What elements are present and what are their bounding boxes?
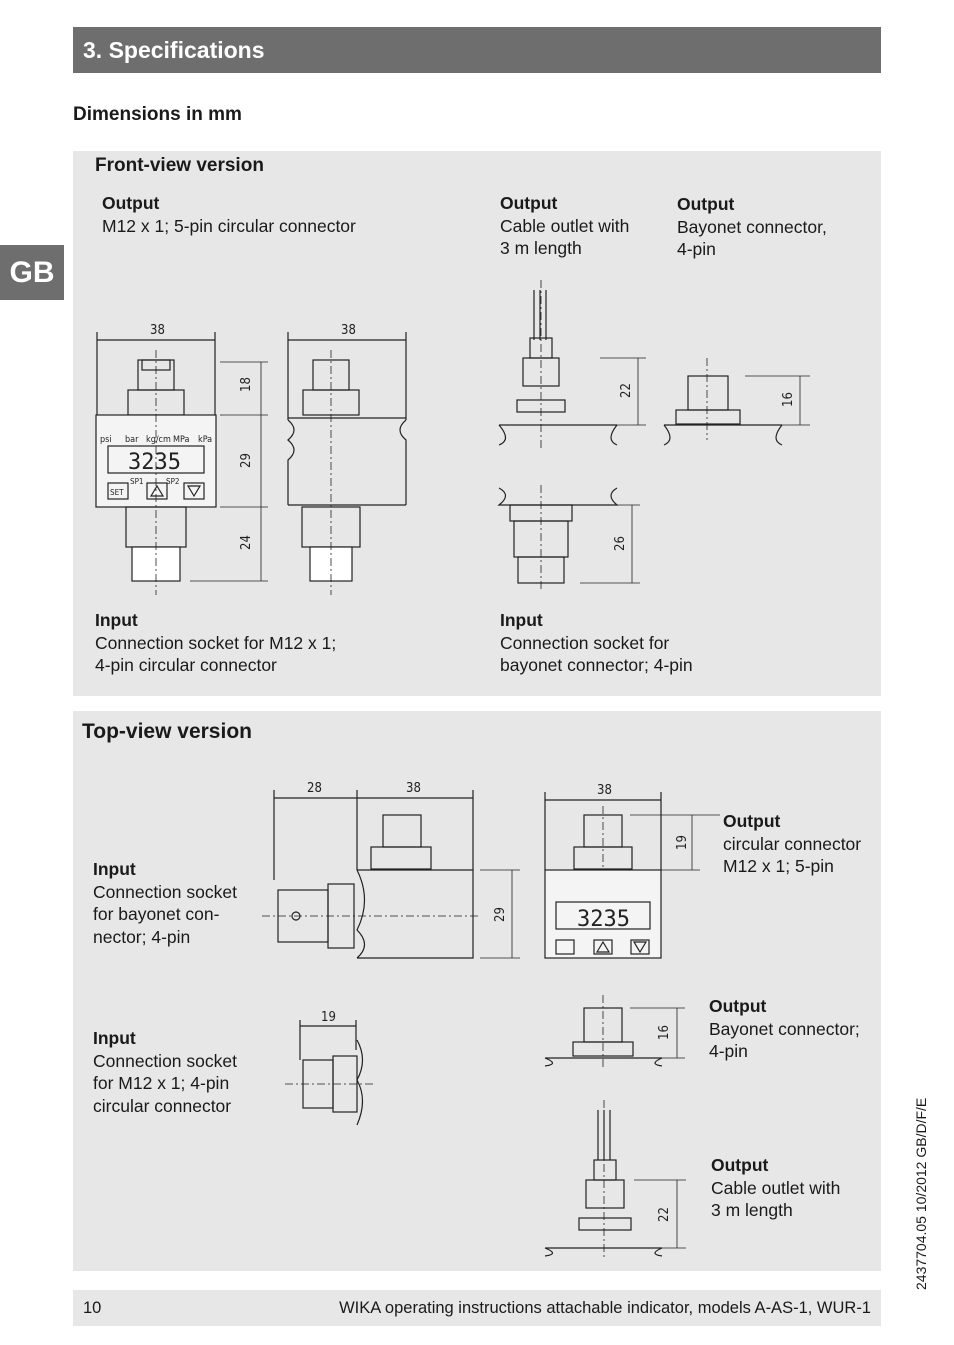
top-cable-outlet-drawing — [544, 1100, 686, 1260]
dim-front-h-top: 18 — [239, 377, 254, 392]
top-m12-input-drawing — [285, 1020, 375, 1126]
dim-top-w19: 19 — [321, 1010, 336, 1025]
document-number: 2437704.05 10/2012 GB/D/F/E — [913, 1097, 929, 1290]
dim-front-h-bot: 24 — [239, 535, 254, 550]
front-view-title: Front-view version — [95, 155, 264, 176]
front-cable-outlet-drawing — [498, 280, 646, 450]
unit-kgcm: kg/cm — [146, 435, 171, 445]
dim-front-width-2: 38 — [341, 323, 356, 338]
dim-top-w38a: 38 — [406, 781, 421, 796]
section-title: 3. Specifications — [83, 37, 265, 63]
front-device-side-drawing — [287, 332, 407, 595]
dim-top-h16: 16 — [657, 1025, 672, 1040]
dim-front-h-bayonet: 16 — [781, 392, 796, 407]
top-display-value: 3235 — [577, 907, 630, 932]
page-footer: 10 WIKA operating instructions attachabl… — [73, 1290, 881, 1326]
dim-top-w38b: 38 — [597, 783, 612, 798]
subheading: Dimensions in mm — [73, 104, 242, 125]
unit-psi: psi — [100, 435, 112, 445]
display-value: 3235 — [128, 450, 181, 475]
footer-title: WIKA operating instructions attachable i… — [339, 1299, 871, 1317]
top-view-panel — [73, 711, 881, 1271]
top-bayonet-output-drawing — [544, 995, 685, 1070]
dim-top-h29: 29 — [493, 907, 508, 922]
set-button-label: SET — [110, 488, 124, 497]
front-bayonet-output-drawing — [663, 358, 810, 446]
dim-top-h19: 19 — [675, 835, 690, 850]
top-side-bayonet-drawing — [262, 790, 520, 959]
front-bayonet-input-drawing — [497, 485, 640, 590]
page-number: 10 — [83, 1299, 102, 1317]
top-view-title: Top-view version — [82, 720, 252, 743]
top-front-display-drawing — [544, 792, 720, 959]
language-tab: GB — [0, 245, 64, 300]
unit-mpa: MPa — [173, 435, 189, 445]
dim-front-width-1: 38 — [150, 323, 165, 338]
sp2-label: SP2 — [166, 477, 180, 486]
section-header: 3. Specifications — [73, 27, 881, 73]
dim-top-h22: 22 — [657, 1207, 672, 1222]
unit-bar: bar — [125, 435, 139, 445]
dim-front-h-cable: 22 — [619, 383, 634, 398]
dim-front-h-mid: 29 — [239, 453, 254, 468]
dim-top-w28: 28 — [307, 781, 322, 796]
unit-kpa: kPa — [198, 435, 212, 445]
front-device-display-drawing — [95, 332, 268, 595]
sp1-label: SP1 — [130, 477, 144, 486]
dim-front-h-in-bayonet: 26 — [613, 536, 628, 551]
